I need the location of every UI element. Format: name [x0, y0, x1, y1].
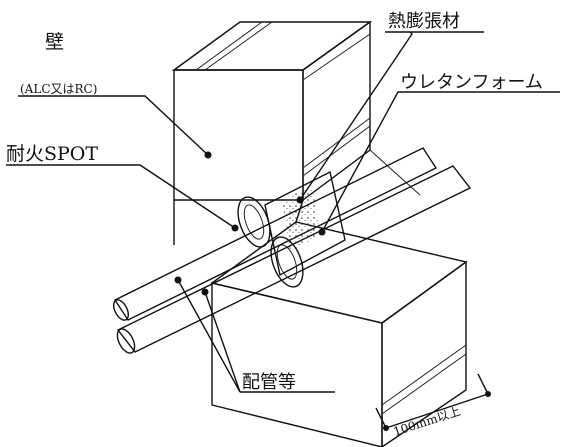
label-wall-material: (ALC又はRC) [20, 82, 97, 96]
label-pipes: 配管等 [242, 372, 296, 393]
labels: 壁 (ALC又はRC) 熱膨張材 ウレタンフォーム 耐火SPOT 配管等 100… [6, 11, 543, 439]
leader-lines [6, 31, 560, 431]
upper-wall-block [171, 20, 373, 202]
label-dimension: 100mm以上 [392, 404, 463, 439]
label-fire-spot: 耐火SPOT [6, 143, 98, 165]
upper-pipe [112, 147, 438, 321]
label-thermal-expansion: 熱膨張材 [388, 11, 460, 32]
label-wall: 壁 [45, 31, 64, 53]
thermal-expansion-collar [237, 196, 304, 288]
lower-pipe [116, 165, 472, 354]
urethane-foam [264, 170, 346, 277]
label-urethane-foam: ウレタンフォーム [400, 72, 543, 93]
